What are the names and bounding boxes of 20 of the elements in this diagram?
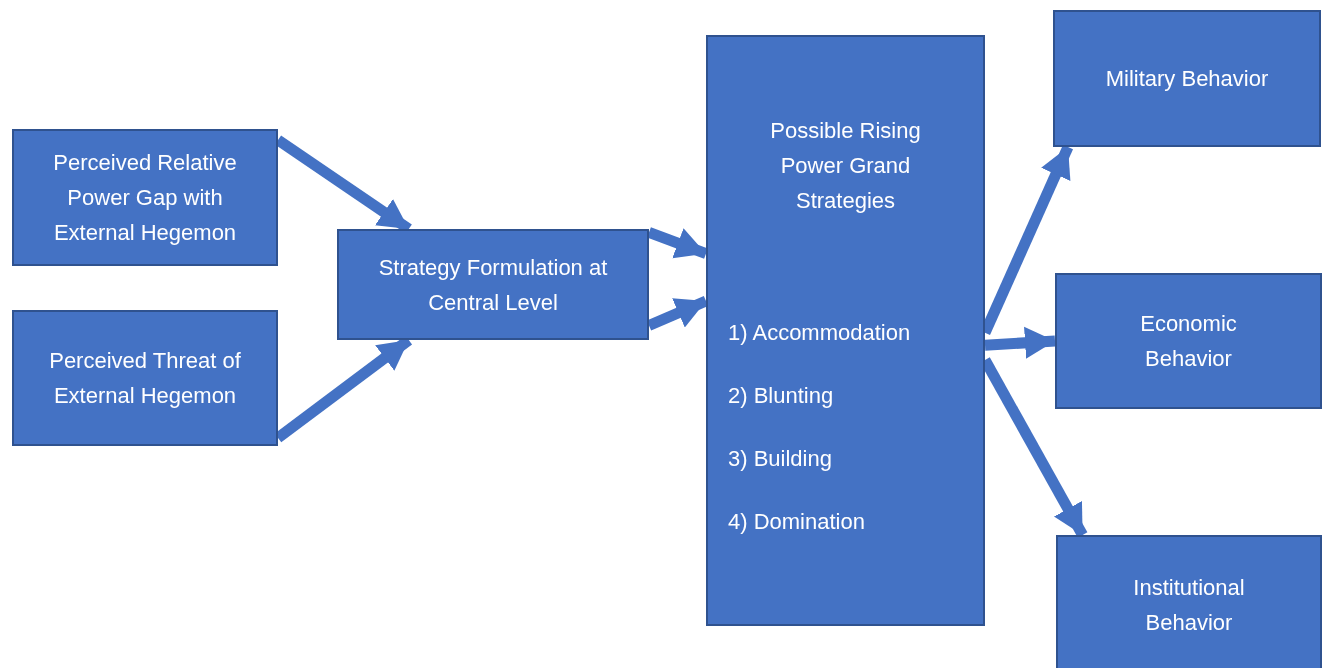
box-label: Strategy Formulation at Central Level: [377, 253, 609, 317]
process-box: [1053, 10, 1321, 147]
arrow: [647, 227, 708, 259]
arrow: [984, 326, 1056, 359]
process-box: [12, 129, 278, 266]
process-box: [337, 229, 649, 340]
process-box: [12, 310, 278, 446]
list-item: 4) Domination: [728, 508, 866, 536]
box-heading: Possible Rising Power Grand Strategies: [769, 117, 922, 215]
list-item: 2) Blunting: [728, 382, 835, 410]
box-label: Economic Behavior: [1139, 310, 1238, 373]
list-item: 1) Accommodation: [728, 319, 912, 347]
box-label: Military Behavior: [1105, 65, 1269, 93]
box-label: Perceived Threat of External Hegemon: [48, 347, 242, 410]
box-label: Institutional Behavior: [1132, 574, 1246, 637]
process-box: [1055, 273, 1322, 409]
process-box: [1056, 535, 1322, 668]
process-box: [706, 35, 985, 626]
list-item: 3) Building: [728, 445, 833, 473]
box-label: Perceived Relative Power Gap with External Hegemon: [52, 149, 238, 247]
